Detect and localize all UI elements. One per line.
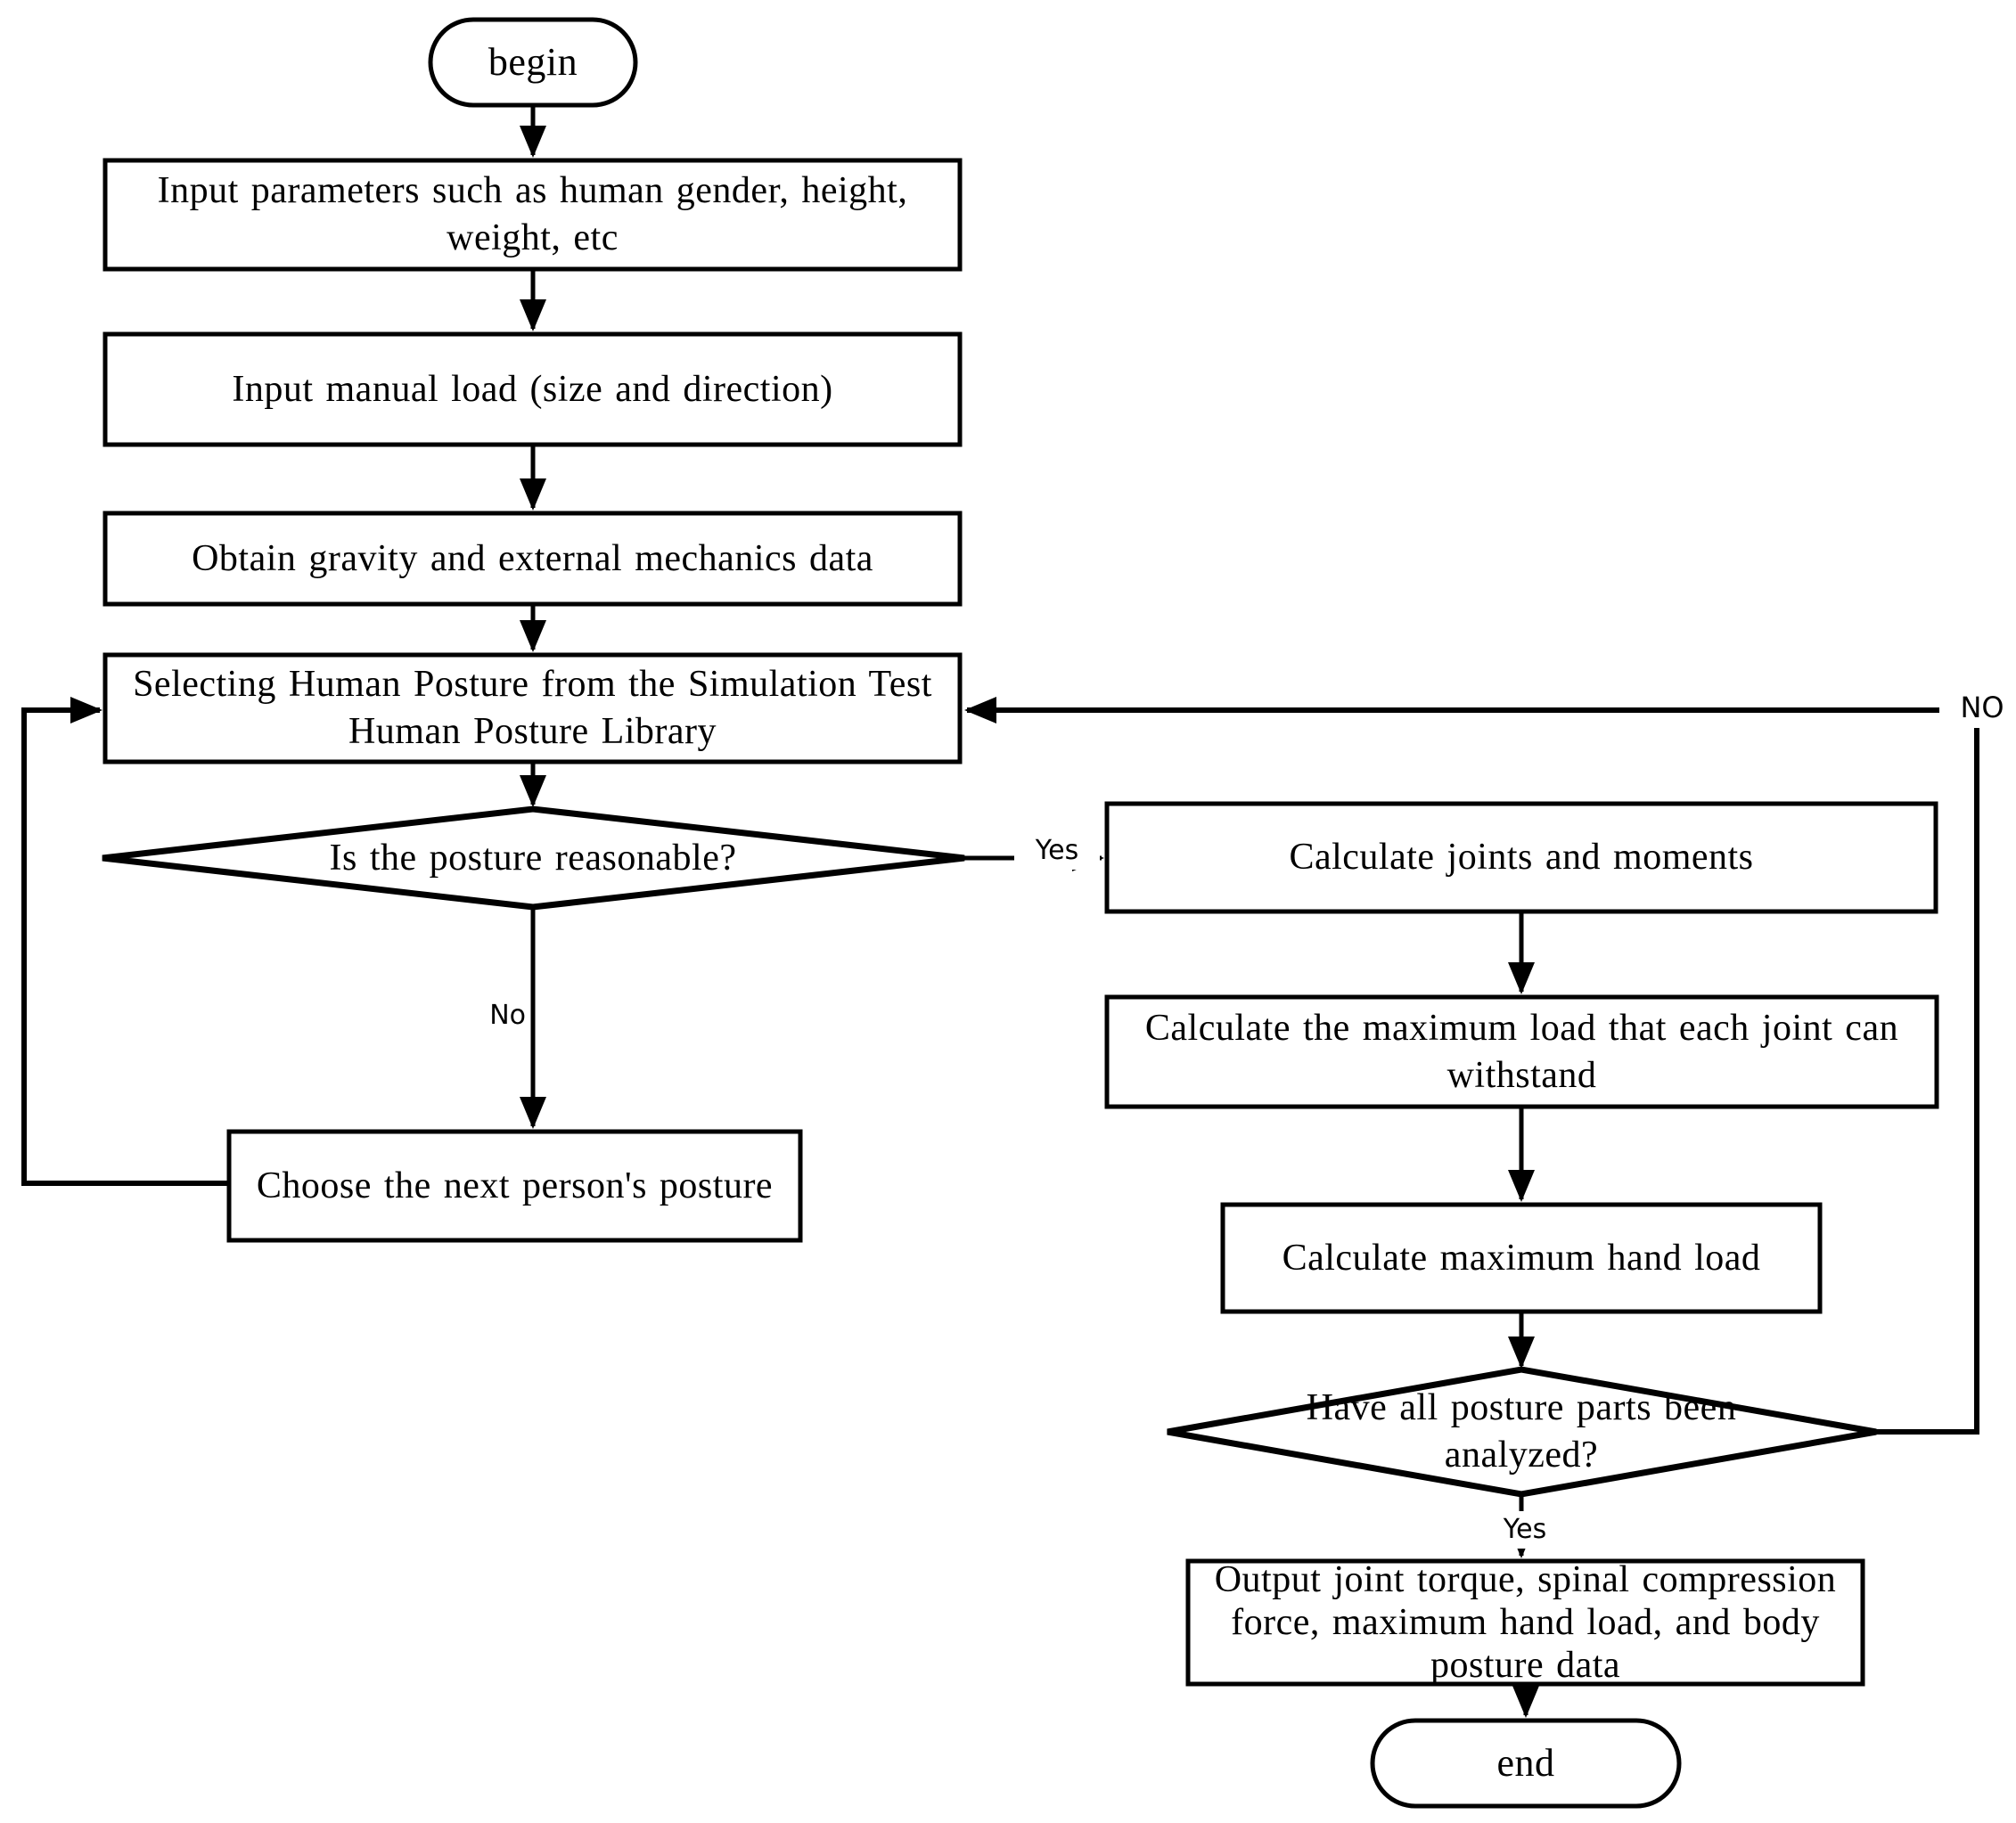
edge-label-no-all-analyzed: NO <box>1939 687 2016 728</box>
arrow-no-back-to-select-posture <box>964 697 1979 1435</box>
edge-label-yes-all-analyzed: Yes <box>1472 1511 1578 1549</box>
node-obtain-gravity-shape <box>102 511 963 607</box>
edge-label-yes-posture-reasonable: Yes <box>1014 832 1100 870</box>
node-calc-hand-load-label: Calculate maximum hand load <box>1282 1237 1761 1279</box>
node-posture-reasonable-label: Is the posture reasonable? <box>329 837 737 879</box>
node-calc-hand-load-shape <box>1220 1202 1823 1314</box>
node-obtain-gravity-label: Obtain gravity and external mechanics da… <box>192 537 873 579</box>
node-calc-joints-label: Calculate joints and moments <box>1289 837 1754 879</box>
edge-label-no-posture-reasonable: No <box>489 1000 526 1031</box>
node-end-shape <box>1370 1718 1682 1809</box>
node-calc-max-load-shape <box>1104 994 1939 1109</box>
node-all-analyzed-label: Have all posture parts been analyzed? <box>1306 1387 1737 1476</box>
node-input-params-shape <box>102 158 963 272</box>
node-calc-joints-shape <box>1104 801 1938 914</box>
node-calc-max-load-label: Calculate the maximum load that each joi… <box>1144 1007 1899 1096</box>
node-end-label: end <box>1496 1741 1555 1786</box>
arrow-choose-next-back-to-select-posture <box>21 697 229 1186</box>
node-select-posture-label: Selecting Human Posture from the Simulat… <box>133 664 932 752</box>
node-choose-next-shape <box>226 1129 803 1243</box>
node-choose-next-label: Choose the next person's posture <box>256 1165 774 1206</box>
node-input-params-label: Input parameters such as human gender, h… <box>157 170 908 258</box>
node-output-label: Output joint torque, spinal compression … <box>1214 1558 1837 1687</box>
node-input-load-label: Input manual load (size and direction) <box>232 368 833 410</box>
node-input-load-shape <box>102 331 963 447</box>
node-begin-label: begin <box>488 40 578 85</box>
